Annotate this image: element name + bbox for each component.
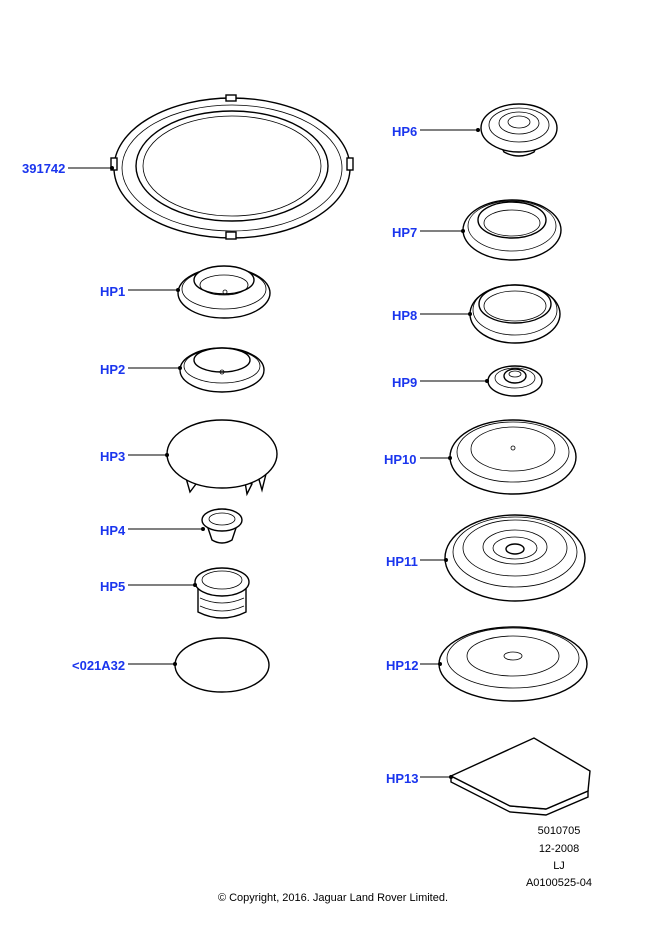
callout-hp4[interactable]: HP4 bbox=[100, 523, 126, 538]
part-hp8[interactable] bbox=[469, 284, 561, 344]
copyright: © Copyright, 2016. Jaguar Land Rover Lim… bbox=[218, 892, 448, 904]
callout-391742[interactable]: 391742 bbox=[22, 161, 65, 176]
part-hp7[interactable] bbox=[462, 199, 562, 261]
part-hp3[interactable] bbox=[166, 419, 278, 497]
callout-hp13[interactable]: HP13 bbox=[386, 771, 419, 786]
part-021a32[interactable] bbox=[174, 637, 270, 693]
callout-hp5[interactable]: HP5 bbox=[100, 579, 125, 594]
callout-hp10[interactable]: HP10 bbox=[384, 452, 417, 467]
reference-number: 5010705 bbox=[538, 825, 581, 837]
part-hp12[interactable] bbox=[438, 626, 588, 702]
callout-hp3[interactable]: HP3 bbox=[100, 449, 125, 464]
part-hp4[interactable] bbox=[201, 508, 243, 544]
callout-hp11[interactable]: HP11 bbox=[386, 554, 418, 569]
callout-hp12[interactable]: HP12 bbox=[386, 658, 419, 673]
part-hp10[interactable] bbox=[449, 419, 577, 495]
drawing-id: A0100525-04 bbox=[526, 877, 592, 889]
part-391742[interactable] bbox=[110, 94, 354, 240]
drawing-date: 12-2008 bbox=[539, 843, 579, 855]
callout-hp6[interactable]: HP6 bbox=[392, 124, 417, 139]
part-hp1[interactable] bbox=[177, 265, 271, 319]
callout-021a32[interactable]: <021A32 bbox=[72, 658, 125, 673]
part-hp5[interactable] bbox=[194, 567, 250, 619]
part-hp6[interactable] bbox=[480, 103, 558, 157]
callout-hp9[interactable]: HP9 bbox=[392, 375, 417, 390]
part-hp2[interactable] bbox=[179, 347, 265, 393]
author-initials: LJ bbox=[553, 860, 565, 872]
callout-hp7[interactable]: HP7 bbox=[392, 225, 417, 240]
part-hp13[interactable] bbox=[449, 737, 591, 816]
part-hp9[interactable] bbox=[487, 365, 543, 397]
callout-hp1[interactable]: HP1 bbox=[100, 284, 125, 299]
part-hp11[interactable] bbox=[444, 514, 586, 602]
callout-hp2[interactable]: HP2 bbox=[100, 362, 125, 377]
callout-hp8[interactable]: HP8 bbox=[392, 308, 417, 323]
